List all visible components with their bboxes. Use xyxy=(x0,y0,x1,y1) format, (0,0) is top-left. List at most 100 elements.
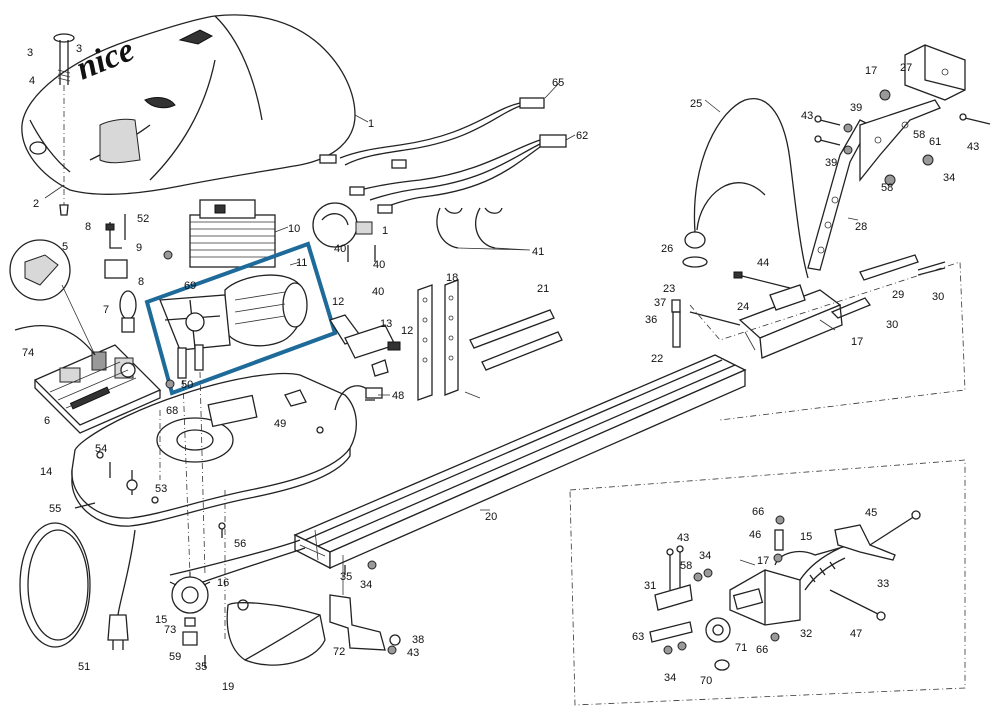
rail-bracket xyxy=(329,555,401,651)
callout: 43 xyxy=(677,532,689,544)
callout: 68 xyxy=(166,405,178,417)
carriage xyxy=(733,271,843,359)
control-board xyxy=(33,344,162,434)
callout: 34 xyxy=(699,550,711,562)
wire-harness-65 xyxy=(319,97,545,169)
limit-switch xyxy=(329,314,401,377)
callout: 34 xyxy=(664,672,676,684)
callout: 17 xyxy=(851,336,863,348)
callout: 73 xyxy=(164,624,176,636)
callout: 4 xyxy=(29,75,35,87)
callout: 39 xyxy=(825,157,837,169)
callout: 6 xyxy=(44,415,50,427)
callout: 20 xyxy=(485,511,497,523)
chain-links xyxy=(830,254,946,319)
callout: 34 xyxy=(943,172,955,184)
callout: 70 xyxy=(700,675,712,687)
callout: 51 xyxy=(78,661,90,673)
highlight-box xyxy=(144,241,338,396)
callout: 29 xyxy=(892,289,904,301)
callout: 30 xyxy=(886,319,898,331)
callout: 9 xyxy=(136,242,142,254)
callout: 39 xyxy=(850,102,862,114)
callout: 35 xyxy=(340,571,352,583)
base-plate xyxy=(71,372,357,527)
motor-cover: nice xyxy=(21,14,356,196)
callout: 52 xyxy=(137,213,149,225)
callout: 38 xyxy=(412,634,424,646)
callout: 34 xyxy=(360,579,372,591)
connecting-arm xyxy=(807,99,941,271)
callout: 37 xyxy=(654,297,666,309)
callout: 12 xyxy=(401,325,413,337)
release-pin xyxy=(671,299,741,348)
transformer xyxy=(189,199,276,268)
callout: 58 xyxy=(680,560,692,572)
spring-clips xyxy=(436,207,531,251)
callout: 41 xyxy=(532,246,544,258)
callout: 21 xyxy=(537,283,549,295)
callout: 17 xyxy=(757,555,769,567)
cable-48 xyxy=(334,385,383,411)
callout: 26 xyxy=(661,243,673,255)
callout: 3 xyxy=(76,43,82,55)
leader-lines xyxy=(44,81,859,566)
wire-harness-62 xyxy=(349,134,567,214)
guide-rail xyxy=(293,354,747,570)
callout: 71 xyxy=(735,642,747,654)
callout: 1 xyxy=(382,225,388,237)
callout: 45 xyxy=(865,507,877,519)
callout: 65 xyxy=(552,77,564,89)
callout: 30 xyxy=(932,291,944,303)
misc-fasteners xyxy=(74,250,397,668)
callout: 69 xyxy=(184,280,196,292)
pulley-guard xyxy=(226,599,326,666)
callout: 24 xyxy=(737,301,749,313)
callout: 35 xyxy=(195,661,207,673)
callout: 32 xyxy=(800,628,812,640)
callout: 10 xyxy=(288,223,300,235)
callout: 63 xyxy=(632,631,644,643)
callout: 74 xyxy=(22,347,34,359)
callout-labels: 3 3 4 1 2 8 52 9 5 8 7 10 11 69 50 68 74… xyxy=(22,43,979,693)
bulb-assembly xyxy=(104,214,137,333)
callout: 25 xyxy=(690,98,702,110)
callout: 40 xyxy=(334,243,346,255)
callout: 53 xyxy=(155,483,167,495)
group-boundary-lower xyxy=(569,459,966,706)
callout: 66 xyxy=(752,506,764,518)
callout: 1 xyxy=(368,118,374,130)
callout: 58 xyxy=(913,129,925,141)
callout: 61 xyxy=(929,136,941,148)
callout: 33 xyxy=(877,578,889,590)
callout: 13 xyxy=(380,318,392,330)
callout: 14 xyxy=(40,466,52,478)
power-cord xyxy=(19,522,136,650)
callout: 59 xyxy=(169,651,181,663)
callout: 15 xyxy=(155,614,167,626)
callout: 43 xyxy=(801,110,813,122)
callout: 50 xyxy=(181,379,193,391)
belt-and-sprocket xyxy=(169,539,306,646)
callout: 54 xyxy=(95,443,107,455)
callout: 28 xyxy=(855,221,867,233)
group-boundary-upper xyxy=(689,261,966,421)
callout: 11 xyxy=(296,257,307,269)
callout: 47 xyxy=(850,628,862,640)
callout: 8 xyxy=(138,276,144,288)
callout: 22 xyxy=(651,353,663,365)
callout: 12 xyxy=(332,296,344,308)
callout: 5 xyxy=(62,241,68,253)
callout: 36 xyxy=(645,314,657,326)
callout: 2 xyxy=(33,198,39,210)
callout: 46 xyxy=(749,529,761,541)
callout: 7 xyxy=(103,304,109,316)
callout: 17 xyxy=(865,65,877,77)
callout: 3 xyxy=(27,47,33,59)
callout: 27 xyxy=(900,62,912,74)
callout: 72 xyxy=(333,646,345,658)
callout: 44 xyxy=(757,257,769,269)
idler-sprocket xyxy=(705,617,780,671)
bracket-31-63 xyxy=(649,545,713,655)
